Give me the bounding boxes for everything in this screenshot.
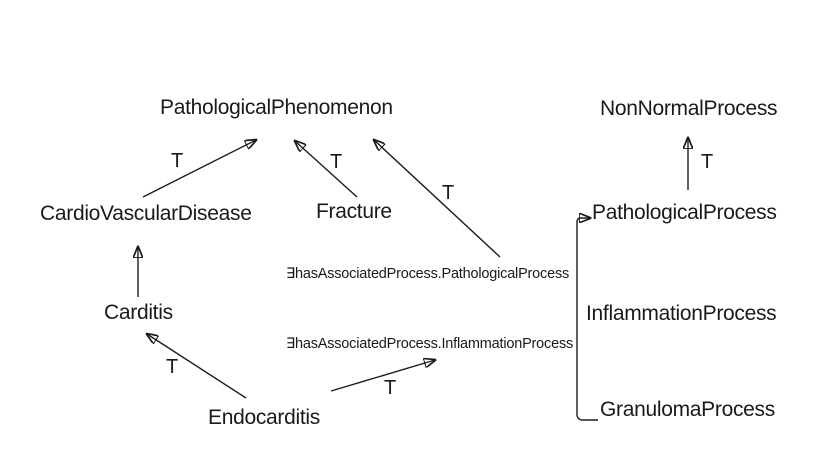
restriction-has-associated-inflammation-process: ∃hasAssociatedProcess.InflammationProces… [286, 336, 574, 352]
edge-label-t-fracture: T [330, 151, 343, 173]
restriction-has-associated-pathological-process: ∃hasAssociatedProcess.PathologicalProces… [286, 266, 570, 282]
node-cardio-vascular-disease: CardioVascularDisease [40, 202, 252, 225]
node-granuloma-process: GranulomaProcess [600, 398, 775, 421]
node-carditis: Carditis [104, 301, 173, 324]
node-endocarditis: Endocarditis [208, 406, 320, 429]
edge-fracture-to-pathologicalphenomenon [295, 141, 358, 198]
node-inflammation-process: InflammationProcess [586, 302, 777, 325]
edge-label-t-pathologicalprocess: T [701, 151, 714, 173]
edge-label-t-endocarditis-carditis: T [166, 356, 179, 378]
node-non-normal-process: NonNormalProcess [600, 97, 778, 120]
edge-cardiovasculardisease-to-pathologicalphenomenon [142, 140, 256, 198]
node-fracture: Fracture [316, 200, 392, 223]
edge-endocarditis-to-carditis [147, 334, 247, 399]
node-pathological-phenomenon: PathologicalPhenomenon [160, 96, 393, 119]
edge-endocarditis-to-inflammation-restriction [330, 360, 435, 392]
edge-label-t-cardiovasculardisease: T [171, 150, 184, 172]
edge-restriction-to-pathologicalphenomenon [374, 140, 501, 258]
edge-label-t-restriction: T [442, 182, 455, 204]
node-pathological-process: PathologicalProcess [592, 201, 777, 224]
bracket-group-processes [576, 218, 598, 421]
edge-label-t-endocarditis-inflammation: T [384, 377, 397, 399]
